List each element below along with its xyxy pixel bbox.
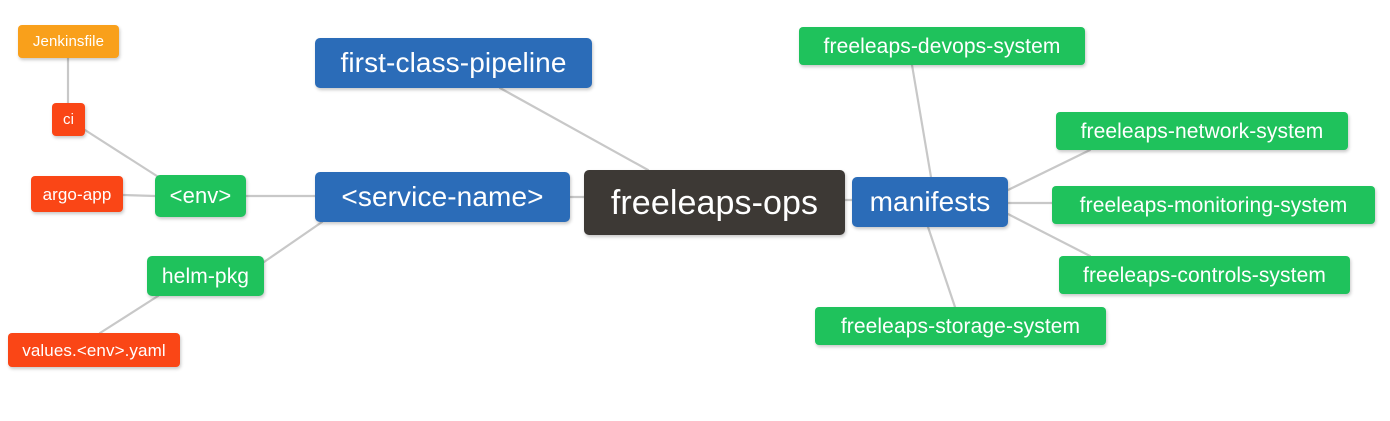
node-label-argo-app: argo-app [42,184,112,204]
node-freeleaps-devops-system[interactable]: freeleaps-devops-system [799,27,1085,65]
node-label-helm-pkg: helm-pkg [161,264,250,288]
edge-helm-pkg-values-yaml [98,294,160,335]
node-freeleaps-monitoring-system[interactable]: freeleaps-monitoring-system [1052,186,1375,224]
node-label-env: <env> [169,183,232,208]
node-label-freeleaps-ops: freeleaps-ops [610,183,819,222]
node-label-manifests: manifests [869,186,991,217]
node-label-jenkinsfile: Jenkinsfile [32,33,105,50]
node-env[interactable]: <env> [155,175,246,217]
edge-ci-env [83,128,162,180]
node-label-values-yaml: values.<env>.yaml [22,340,166,360]
edge-manifests-devops [910,63,933,179]
node-manifests[interactable]: manifests [852,177,1008,227]
node-label-freeleaps-monitoring-system: freeleaps-monitoring-system [1079,193,1348,217]
node-service-name[interactable]: <service-name> [315,172,570,222]
node-values-yaml[interactable]: values.<env>.yaml [8,333,180,367]
node-label-ci: ci [62,111,75,128]
node-freeleaps-storage-system[interactable]: freeleaps-storage-system [815,307,1106,345]
edge-argo-app-env [121,193,157,198]
edge-service-name-helm-pkg [262,220,324,264]
node-argo-app[interactable]: argo-app [31,176,123,212]
node-label-freeleaps-storage-system: freeleaps-storage-system [840,314,1081,338]
node-ci[interactable]: ci [52,103,85,136]
node-freeleaps-network-system[interactable]: freeleaps-network-system [1056,112,1348,150]
node-label-freeleaps-network-system: freeleaps-network-system [1080,119,1324,143]
edge-manifests-network [1006,148,1092,192]
node-helm-pkg[interactable]: helm-pkg [147,256,264,296]
node-freeleaps-controls-system[interactable]: freeleaps-controls-system [1059,256,1350,294]
node-first-class-pipeline[interactable]: first-class-pipeline [315,38,592,88]
node-label-freeleaps-controls-system: freeleaps-controls-system [1083,263,1326,287]
edge-manifests-storage [926,225,957,309]
edge-first-class-pipeline-ops [498,86,650,172]
node-freeleaps-ops[interactable]: freeleaps-ops [584,170,845,235]
node-jenkinsfile[interactable]: Jenkinsfile [18,25,119,58]
node-label-first-class-pipeline: first-class-pipeline [340,47,567,78]
node-label-freeleaps-devops-system: freeleaps-devops-system [823,34,1061,58]
node-label-service-name: <service-name> [341,181,544,212]
